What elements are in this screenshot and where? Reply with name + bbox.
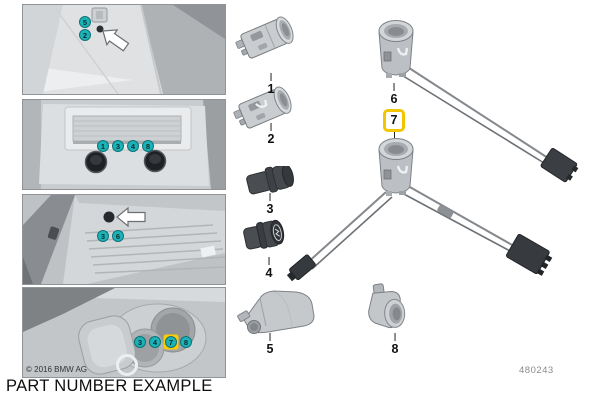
svg-text:6: 6 — [116, 232, 120, 241]
callout-badge-3[interactable]: 3 — [134, 336, 146, 348]
part-2-label[interactable]: 2 — [267, 123, 275, 146]
svg-text:4: 4 — [131, 142, 136, 151]
panel-rear-console: 1 3 4 8 — [22, 99, 226, 190]
svg-text:2: 2 — [83, 31, 87, 40]
callout-badge-4[interactable]: 4 — [149, 336, 161, 348]
panel-storage-compartment: 3 6 — [22, 194, 226, 285]
socket-location-dot — [103, 211, 115, 223]
part-7-label-highlighted[interactable]: 7 — [383, 109, 405, 138]
svg-text:8: 8 — [184, 338, 188, 347]
svg-text:4: 4 — [153, 338, 158, 347]
page-title: PART NUMBER EXAMPLE — [6, 377, 213, 395]
callout-badge-7-highlighted[interactable]: 7 — [163, 334, 179, 350]
callout-badge-1[interactable]: 1 — [97, 140, 109, 152]
wiring-harnesses — [286, 65, 579, 282]
arrow-pointer-icon — [116, 206, 146, 228]
arrow-pointer-icon — [102, 29, 130, 52]
trim-latch-detail — [91, 7, 108, 23]
part-8-drawing[interactable] — [362, 280, 420, 336]
rear-socket-left — [84, 150, 108, 174]
callout-badge-5[interactable]: 5 — [79, 16, 91, 28]
lighter-symbol-icon — [272, 224, 282, 241]
panel-rear-console-photo: 1 3 4 8 — [23, 100, 225, 189]
svg-text:3: 3 — [116, 142, 120, 151]
panel-trunk-trim: 5 2 — [22, 4, 226, 95]
part-1-drawing[interactable] — [232, 12, 308, 70]
part-4-drawing[interactable] — [238, 216, 300, 264]
part-4-label[interactable]: 4 — [265, 257, 273, 280]
svg-text:5: 5 — [83, 18, 87, 27]
svg-text:3: 3 — [101, 232, 105, 241]
console-tray — [78, 315, 136, 375]
callout-badge-3[interactable]: 3 — [112, 140, 124, 152]
panel-storage-photo: 3 6 — [23, 195, 225, 284]
callout-badge-2[interactable]: 2 — [79, 29, 91, 41]
svg-text:8: 8 — [146, 142, 150, 151]
part-3-drawing[interactable] — [242, 166, 302, 204]
svg-text:7: 7 — [169, 338, 173, 347]
svg-text:3: 3 — [138, 338, 142, 347]
part-2-drawing[interactable] — [230, 84, 308, 138]
cupholder-ring — [116, 354, 138, 376]
callout-badge-8[interactable]: 8 — [142, 140, 154, 152]
svg-text:1: 1 — [101, 142, 105, 151]
copyright-text: © 2016 BMW AG — [26, 365, 88, 374]
panel-cupholders-photo: 3 4 7 8 — [23, 288, 225, 377]
part-7-drawing[interactable] — [372, 136, 420, 202]
rear-socket-right — [143, 149, 167, 173]
callout-badge-4[interactable]: 4 — [127, 140, 139, 152]
part-5-drawing[interactable] — [230, 286, 318, 340]
part-5-label[interactable]: 5 — [266, 333, 274, 356]
panel-cupholders: 3 4 7 8 — [22, 287, 226, 378]
harness-6-lead — [399, 65, 579, 183]
diagram-number: 480243 — [519, 365, 554, 376]
callout-badge-3[interactable]: 3 — [97, 230, 109, 242]
part-1-label[interactable]: 1 — [267, 73, 275, 96]
harness-7-lead — [286, 185, 553, 282]
part-8-label[interactable]: 8 — [391, 333, 399, 356]
part-6-drawing[interactable] — [372, 18, 420, 84]
callout-badge-6[interactable]: 6 — [112, 230, 124, 242]
part-3-label[interactable]: 3 — [266, 193, 274, 216]
panel-trunk-trim-photo: 5 2 — [23, 5, 225, 94]
callout-badge-8[interactable]: 8 — [180, 336, 192, 348]
part-6-label[interactable]: 6 — [390, 83, 398, 106]
socket-location-dot — [96, 25, 104, 33]
